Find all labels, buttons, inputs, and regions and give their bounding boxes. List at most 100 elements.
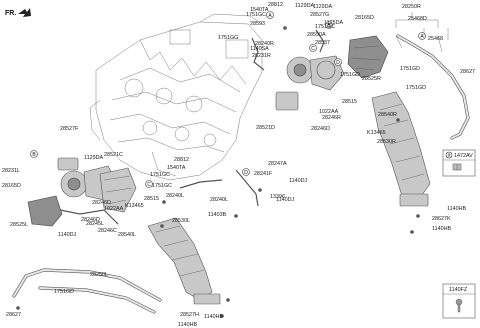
- part-number-label: 1751GD: [340, 72, 360, 78]
- callout-letter: D: [336, 60, 340, 66]
- part-number-label: 1022AA: [104, 206, 124, 212]
- part-number-label: 28812: [268, 2, 283, 8]
- part-number-label: 1751GC: [315, 24, 335, 30]
- part-number-label: 28240R: [255, 41, 274, 47]
- callout-letter: A: [268, 13, 272, 19]
- callout-letter: C: [147, 182, 151, 188]
- fr-label: FR.: [5, 10, 16, 17]
- part-number-label: 1751GG: [218, 35, 238, 41]
- legend-1472av: a 1472AV: [442, 149, 476, 177]
- exhaust-pipe-right: [396, 34, 470, 140]
- part-number-label: 28246D: [81, 217, 100, 223]
- callout-letter: C: [311, 46, 315, 52]
- bolt-icon: [16, 26, 420, 318]
- part-number-label: 28245L: [86, 221, 104, 227]
- legend-code: 1472AV: [454, 153, 473, 159]
- part-labels: 288121540TA1751GC285931751GG1129DA28527G…: [2, 2, 475, 328]
- part-number-label: 28246D: [92, 200, 111, 206]
- exhaust-pipe-left: [12, 268, 162, 314]
- clip-icon: [452, 163, 462, 171]
- bracket-28250r: [395, 12, 449, 53]
- part-number-label: 1540TA: [167, 165, 186, 171]
- part-number-label: 28521C: [104, 152, 123, 158]
- part-number-label: 28527H: [180, 312, 199, 318]
- part-number-label: 28240L: [166, 193, 184, 199]
- part-number-label: 1751GD: [406, 85, 426, 91]
- catalytic-converter-left: [147, 217, 221, 305]
- part-number-label: 28250L: [90, 272, 108, 278]
- part-number-label: 1140HB: [204, 314, 223, 320]
- part-number-label: 1125DA: [324, 20, 343, 26]
- part-number-label: 28241F: [254, 171, 273, 177]
- fr-arrow-icon: [18, 8, 31, 17]
- exhaust-gasket-left: [99, 167, 137, 213]
- part-number-label: 28540L: [118, 232, 136, 238]
- part-number-label: 1140HB: [447, 206, 466, 212]
- part-number-label: 28250R: [402, 4, 421, 10]
- oil-lines: [59, 29, 325, 225]
- part-number-label: 25468: [428, 36, 443, 42]
- engine-block: [89, 13, 263, 181]
- part-number-label: 28521D: [256, 125, 275, 131]
- part-number-label: 1751GD: [400, 66, 420, 72]
- part-number-label: 1540TA: [250, 7, 269, 13]
- part-number-label: 28593: [250, 21, 265, 27]
- callout-letter: D: [244, 170, 248, 176]
- part-number-label: 28231L: [2, 168, 20, 174]
- callout-marks: A B B C C D D A: [30, 11, 426, 188]
- part-number-label: 28530L: [172, 218, 190, 224]
- legend-letter: a: [448, 153, 451, 159]
- part-number-label: 1140DJ: [289, 178, 307, 184]
- part-number-label: 28537: [315, 40, 330, 46]
- part-number-label: 1751GD: [54, 289, 74, 295]
- part-number-label: 28540R: [378, 112, 397, 118]
- part-number-label: 13396: [270, 194, 285, 200]
- part-number-label: 28525R: [362, 76, 381, 82]
- turbocharger-right: [275, 55, 345, 111]
- part-number-label: 28525L: [10, 222, 28, 228]
- part-number-label: 1129DA: [84, 155, 103, 161]
- part-number-label: 1140DJ: [58, 232, 76, 238]
- part-number-label: 1129DA: [295, 3, 314, 9]
- part-number-label: 1140HB: [178, 322, 197, 328]
- part-number-label: 11403B: [208, 212, 227, 218]
- part-number-label: 28231R: [252, 53, 271, 59]
- part-number-label: 28247A: [268, 161, 287, 167]
- part-number-label: 28527G: [310, 12, 329, 18]
- heat-shield-right: [347, 35, 389, 79]
- part-number-label: 1140HB: [432, 226, 451, 232]
- callout-letter: B: [327, 23, 331, 29]
- callout-letter: B: [32, 152, 36, 158]
- part-number-label: K13465: [125, 203, 144, 209]
- part-number-label: 28530R: [377, 139, 396, 145]
- part-number-label: 28527F: [60, 126, 79, 132]
- legend-1140fz: 1140FZ: [442, 283, 476, 319]
- part-number-label: 28246C: [98, 228, 117, 234]
- part-number-label: 28246D: [311, 126, 330, 132]
- part-number-label: 28590A: [307, 32, 326, 38]
- part-number-label: 28165D: [2, 183, 21, 189]
- part-number-label: 28515: [144, 196, 159, 202]
- bolt-icon: [455, 298, 463, 313]
- part-number-label: 28627: [6, 312, 21, 318]
- part-number-label: 1751GC: [246, 12, 266, 18]
- part-number-label: 1022AA: [319, 109, 339, 115]
- part-number-label: 1129DA: [313, 4, 332, 10]
- part-number-label: 1751GC: [150, 172, 170, 178]
- part-number-label: 1140DJ: [276, 197, 294, 203]
- part-number-label: 28240L: [210, 197, 228, 203]
- part-number-label: 1140SA: [250, 46, 269, 52]
- heat-shield-left: [27, 195, 63, 227]
- catalytic-converter-right: [371, 91, 431, 207]
- part-number-label: K13465: [367, 130, 386, 136]
- part-number-label: 28627K: [432, 216, 451, 222]
- part-number-label: 1751GC: [152, 183, 172, 189]
- part-number-label: 28515: [342, 99, 357, 105]
- part-number-label: 28812: [174, 157, 189, 163]
- part-number-label: 28165D: [355, 15, 374, 21]
- part-number-label: 28627: [460, 69, 475, 75]
- callout-letter: A: [420, 34, 424, 40]
- part-number-label: 25468D: [408, 16, 427, 22]
- legend-code: 1140FZ: [449, 287, 468, 293]
